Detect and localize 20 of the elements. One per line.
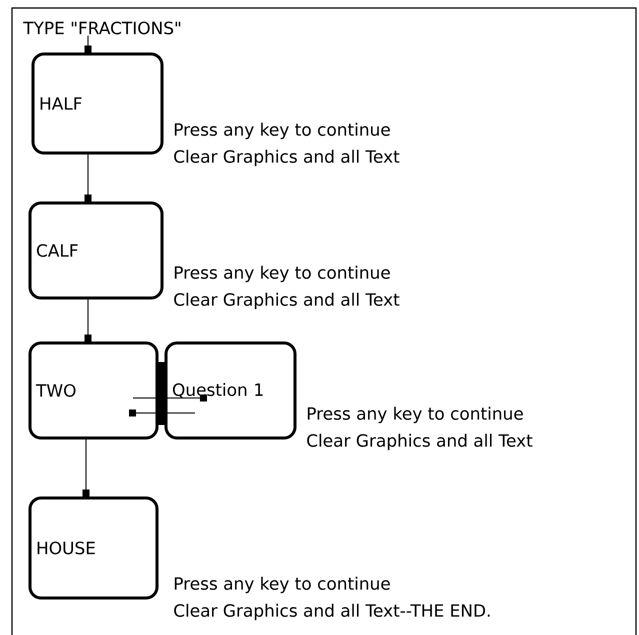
process-box: HALF bbox=[32, 52, 164, 154]
connector-line bbox=[84, 298, 92, 342]
note-text: Clear Graphics and all Text bbox=[307, 434, 532, 450]
note-text: Press any key to continue bbox=[308, 406, 523, 424]
connector-line bbox=[84, 35, 92, 52]
process-box: Question 1 bbox=[164, 341, 296, 440]
note-text: Press any key to continue bbox=[174, 576, 390, 594]
title-text: TYPE "FRACTIONS" bbox=[23, 22, 180, 34]
connector-line bbox=[84, 154, 92, 202]
process-box: CALF bbox=[28, 201, 164, 300]
note-text: Press any key to continue bbox=[174, 266, 390, 282]
note-text: Clear Graphics and all Text bbox=[174, 292, 400, 310]
note-text: Press any key to continue bbox=[174, 122, 390, 140]
connector-line bbox=[129, 409, 196, 416]
connector-line bbox=[82, 439, 90, 496]
process-box: HOUSE bbox=[28, 496, 158, 600]
connector-line bbox=[132, 394, 207, 402]
note-text: Clear Graphics and all Text--THE END. bbox=[174, 604, 490, 620]
process-box: TWO bbox=[28, 341, 158, 440]
note-text: Clear Graphics and all Text bbox=[174, 150, 400, 166]
